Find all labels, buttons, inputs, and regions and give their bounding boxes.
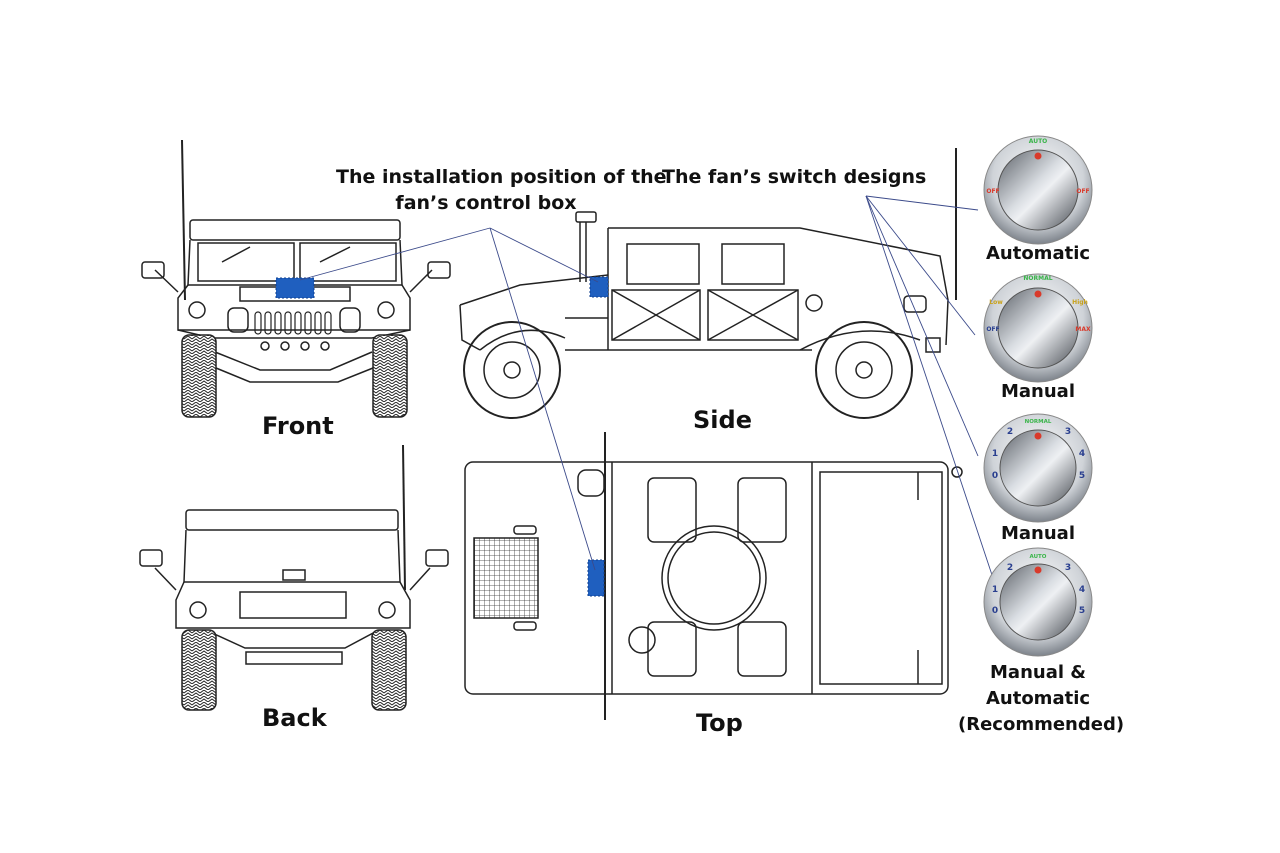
switch-designs-annotation: The fan’s switch designs — [662, 166, 927, 188]
knob4-mark-5: 5 — [1079, 606, 1085, 616]
switch-label-manual-automatic-line2: Automatic — [985, 688, 1091, 709]
control-box-annotation-line1: The installation position of the — [336, 166, 667, 188]
back-view-label: Back — [262, 704, 327, 732]
control-box-annotation: The installation position of the fan’s c… — [336, 164, 667, 216]
knob3-mark-2: 2 — [1007, 427, 1013, 437]
knob1-mark-right: OFF — [1076, 188, 1089, 195]
knob2-mark-right: MAX — [1075, 326, 1091, 333]
front-view-label: Front — [262, 412, 334, 440]
switch-knob-automatic — [983, 135, 1093, 245]
front-control-box-marker — [275, 277, 315, 299]
front-view-drawing — [141, 139, 451, 418]
top-view-label: Top — [696, 709, 743, 737]
switch-label-manual-automatic-line1: Manual & — [990, 662, 1086, 683]
knob4-mark-2: 2 — [1007, 563, 1013, 573]
knob1-mark-top: AUTO — [1029, 138, 1048, 145]
switch-knob-manual-low-high — [983, 273, 1093, 383]
switch-label-automatic: Automatic — [985, 243, 1091, 264]
knob2-mark-upper-left: Low — [989, 299, 1003, 306]
switch-knob-manual-numbered — [983, 413, 1093, 523]
knob3-mark-1: 1 — [992, 449, 998, 459]
knob4-mark-1: 1 — [992, 585, 998, 595]
top-control-box-marker — [587, 559, 605, 597]
side-view-drawing — [459, 148, 957, 419]
control-box-annotation-line2: fan’s control box — [395, 192, 577, 214]
back-view-drawing — [139, 444, 449, 711]
knob4-mark-3: 3 — [1065, 563, 1071, 573]
knob3-mark-0: 0 — [992, 471, 998, 481]
leader-lines — [299, 195, 993, 576]
knob2-mark-upper-right: High — [1072, 299, 1088, 306]
side-control-box-marker — [589, 276, 609, 298]
knob4-mark-0: 0 — [992, 606, 998, 616]
knob1-mark-left: OFF — [986, 188, 999, 195]
knob2-mark-top: NORMAL — [1023, 275, 1052, 282]
knob4-mark-4: 4 — [1079, 585, 1085, 595]
knob3-mark-3: 3 — [1065, 427, 1071, 437]
knob4-mark-top: AUTO — [1030, 554, 1047, 560]
switch-label-manual-1: Manual — [1000, 381, 1075, 402]
knob3-mark-top: NORMAL — [1025, 419, 1052, 425]
knob3-mark-4: 4 — [1079, 449, 1085, 459]
knob2-mark-left: OFF — [986, 326, 999, 333]
switch-knob-manual-automatic — [983, 547, 1093, 657]
switch-label-manual-automatic: Manual & Automatic (Recommended) — [958, 660, 1125, 738]
top-view-drawing — [464, 432, 963, 720]
knob3-mark-5: 5 — [1079, 471, 1085, 481]
switch-label-manual-automatic-line3: (Recommended) — [958, 714, 1125, 735]
side-view-label: Side — [693, 406, 752, 434]
switch-label-manual-2: Manual — [1000, 523, 1075, 544]
